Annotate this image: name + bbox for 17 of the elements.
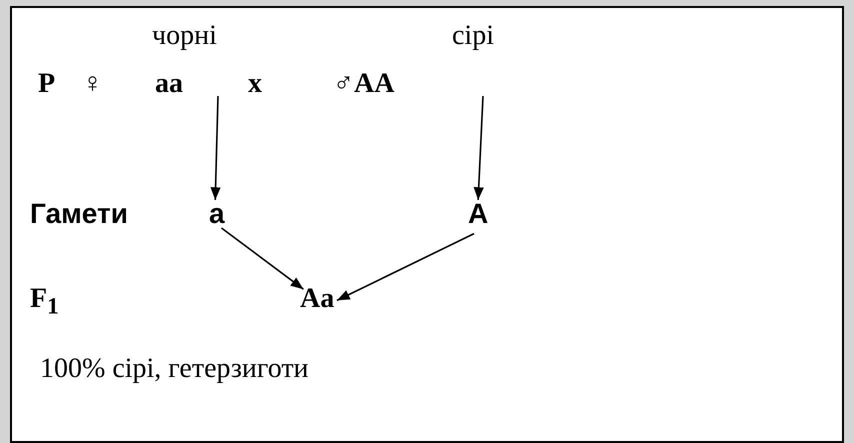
allele-label: Aa <box>300 285 334 313</box>
arrow <box>474 96 484 200</box>
generation-label: F$_{1}$ <box>30 285 59 319</box>
result-note: 100% сірі, гетерзиготи <box>40 355 309 383</box>
cross-sign: x <box>248 70 262 98</box>
genotype-label: aa <box>155 70 183 98</box>
allele-label: А <box>468 200 488 228</box>
generation-label: P <box>38 70 56 98</box>
phenotype-label: чорні <box>152 22 217 50</box>
generation-label: Гамети <box>30 200 128 228</box>
arrow <box>220 227 304 290</box>
allele-label: а <box>209 200 225 228</box>
genotype-label: ♂AA <box>333 70 394 98</box>
arrow <box>336 232 474 302</box>
female-symbol: ♀ <box>82 70 103 98</box>
arrow <box>210 96 221 200</box>
phenotype-label: сірі <box>452 22 494 50</box>
